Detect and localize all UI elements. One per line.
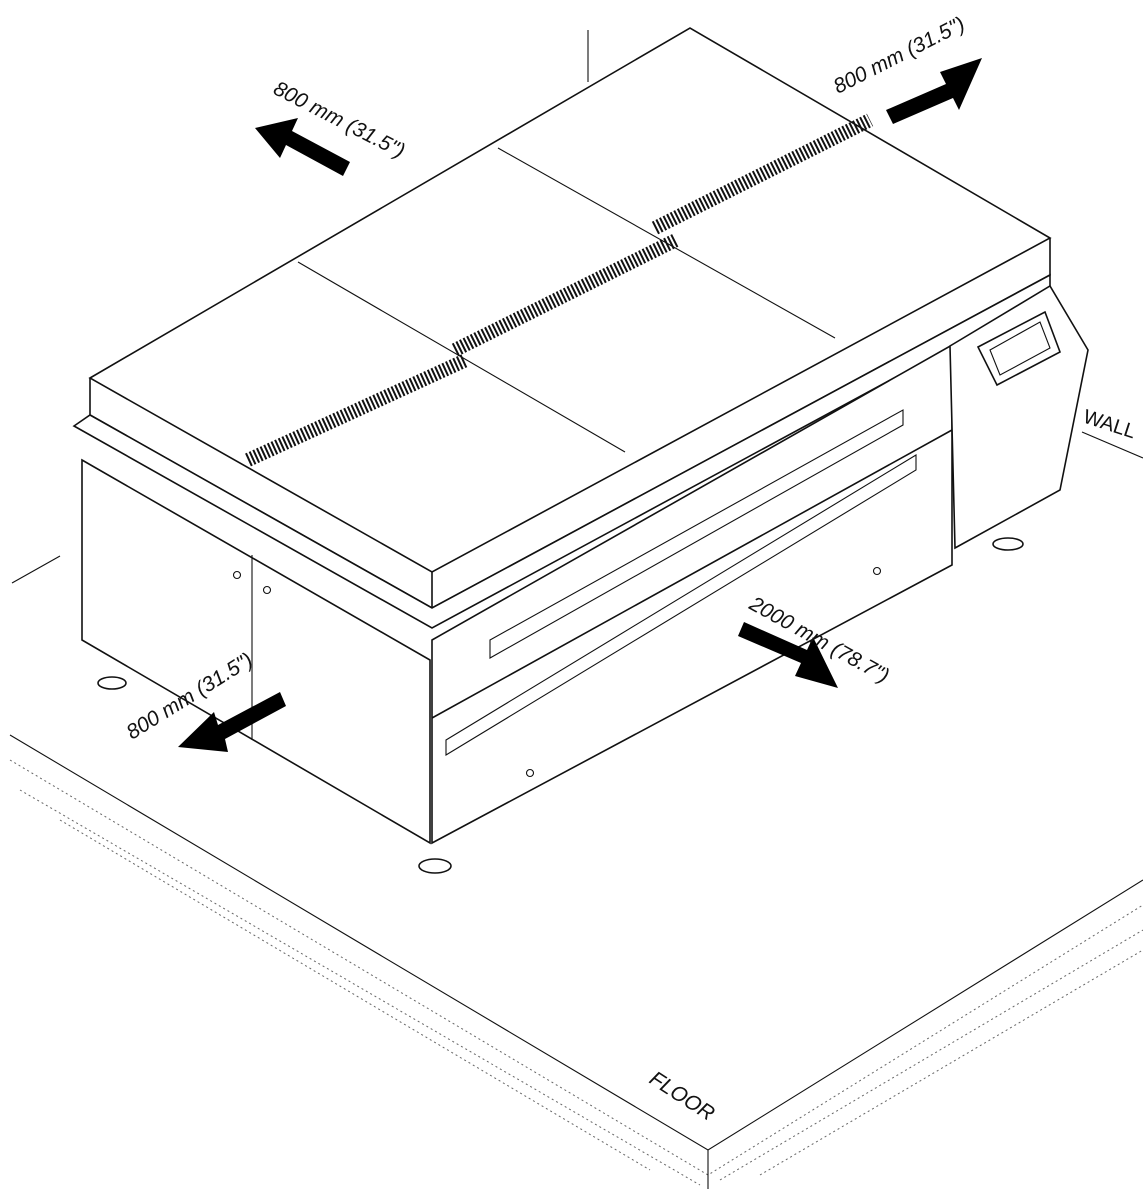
control-panel xyxy=(976,310,1061,387)
cabinet-left xyxy=(81,458,431,845)
arrow-icon xyxy=(178,58,982,752)
laser-machine xyxy=(72,27,1089,874)
floor-label: FLOOR xyxy=(645,1067,718,1126)
wall-lines xyxy=(11,30,1143,584)
wall-label: WALL xyxy=(1080,406,1138,444)
floor xyxy=(9,734,1143,1189)
cabinet-right xyxy=(431,343,953,845)
